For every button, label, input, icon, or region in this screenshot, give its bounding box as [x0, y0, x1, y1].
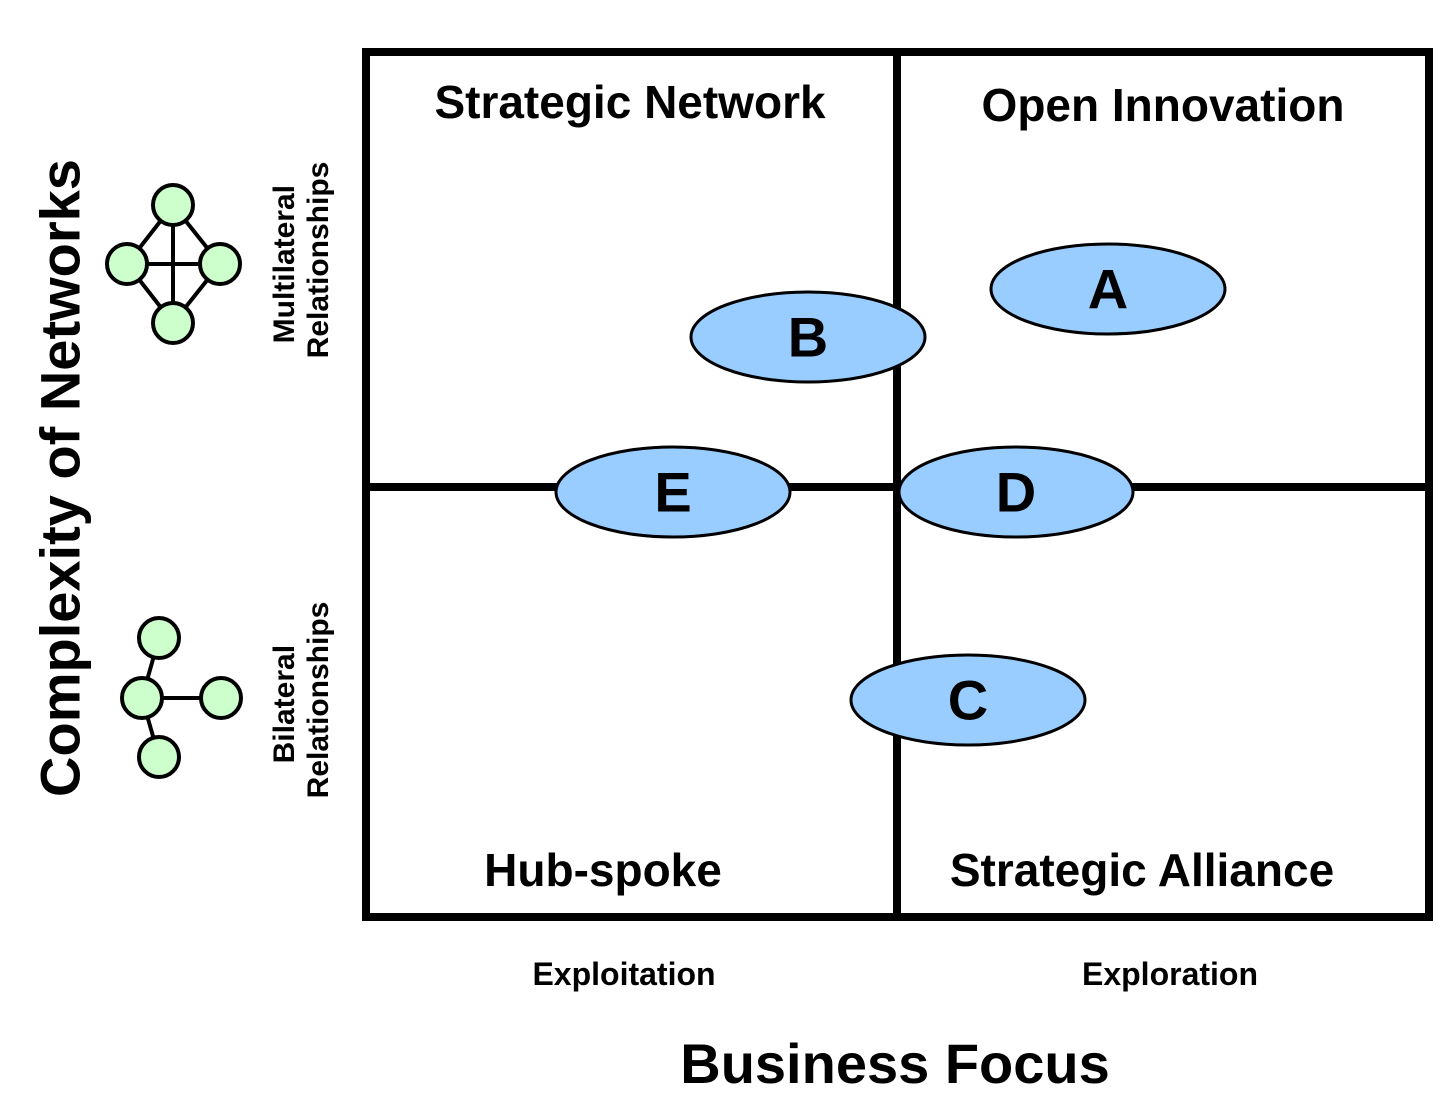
marker-c: C: [849, 653, 1087, 747]
marker-label-c: C: [948, 669, 988, 732]
quadrant-label-open-innovation: Open Innovation: [982, 79, 1345, 131]
marker-e: E: [554, 445, 792, 539]
bilateral-network-icon: [120, 616, 243, 779]
y-level-multilateral: Multilateral Relationships: [268, 162, 335, 359]
quadrant-label-strategic-network: Strategic Network: [434, 76, 826, 128]
marker-label-b: B: [788, 306, 828, 369]
marker-label-e: E: [654, 461, 691, 524]
marker-d: D: [897, 445, 1135, 539]
y-axis-title: Complexity of Networks: [29, 159, 92, 797]
x-level-exploitation: Exploitation: [532, 956, 715, 992]
marker-label-d: D: [996, 461, 1036, 524]
marker-label-a: A: [1088, 258, 1128, 321]
x-level-exploration: Exploration: [1082, 956, 1258, 992]
marker-b: B: [689, 290, 927, 384]
x-axis-title: Business Focus: [680, 1032, 1109, 1095]
marker-a: A: [989, 242, 1227, 336]
multilateral-network-icon: [105, 183, 242, 345]
y-level-bilateral: Bilateral Relationships: [268, 602, 335, 799]
matrix-grid: [362, 48, 1433, 921]
quadrant-label-hub-spoke: Hub-spoke: [484, 844, 722, 896]
quadrant-label-strategic-alliance: Strategic Alliance: [950, 844, 1334, 896]
